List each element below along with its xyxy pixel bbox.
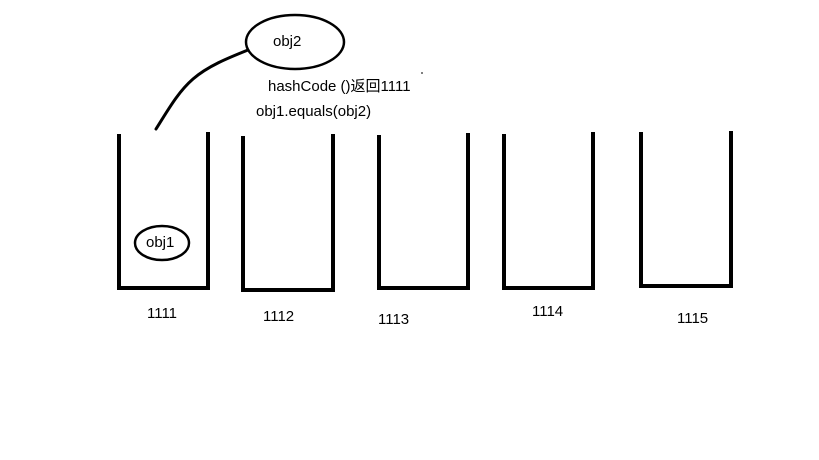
- bucket-1112: [241, 134, 335, 292]
- hashcode-annotation: hashCode ()返回1111: [268, 78, 411, 95]
- obj1-ellipse: [133, 224, 191, 262]
- bucket-label-1115: 1115: [677, 310, 709, 327]
- bucket-1115: [639, 131, 733, 288]
- bucket-label-1113: 1113: [378, 311, 410, 328]
- obj2-ellipse: [244, 13, 346, 71]
- bucket-label-1114: 1114: [532, 303, 564, 320]
- obj2-connector-line: [154, 48, 250, 131]
- equals-annotation: obj1.equals(obj2): [256, 103, 372, 120]
- bucket-1114: [502, 132, 595, 290]
- bucket-label-1111: 1111: [147, 305, 178, 322]
- bucket-1113: [377, 133, 470, 290]
- bucket-label-1112: 1112: [263, 308, 295, 325]
- obj1-label: obj1: [146, 234, 175, 251]
- bucket-1111: [117, 132, 210, 290]
- obj2-label: obj2: [273, 33, 302, 50]
